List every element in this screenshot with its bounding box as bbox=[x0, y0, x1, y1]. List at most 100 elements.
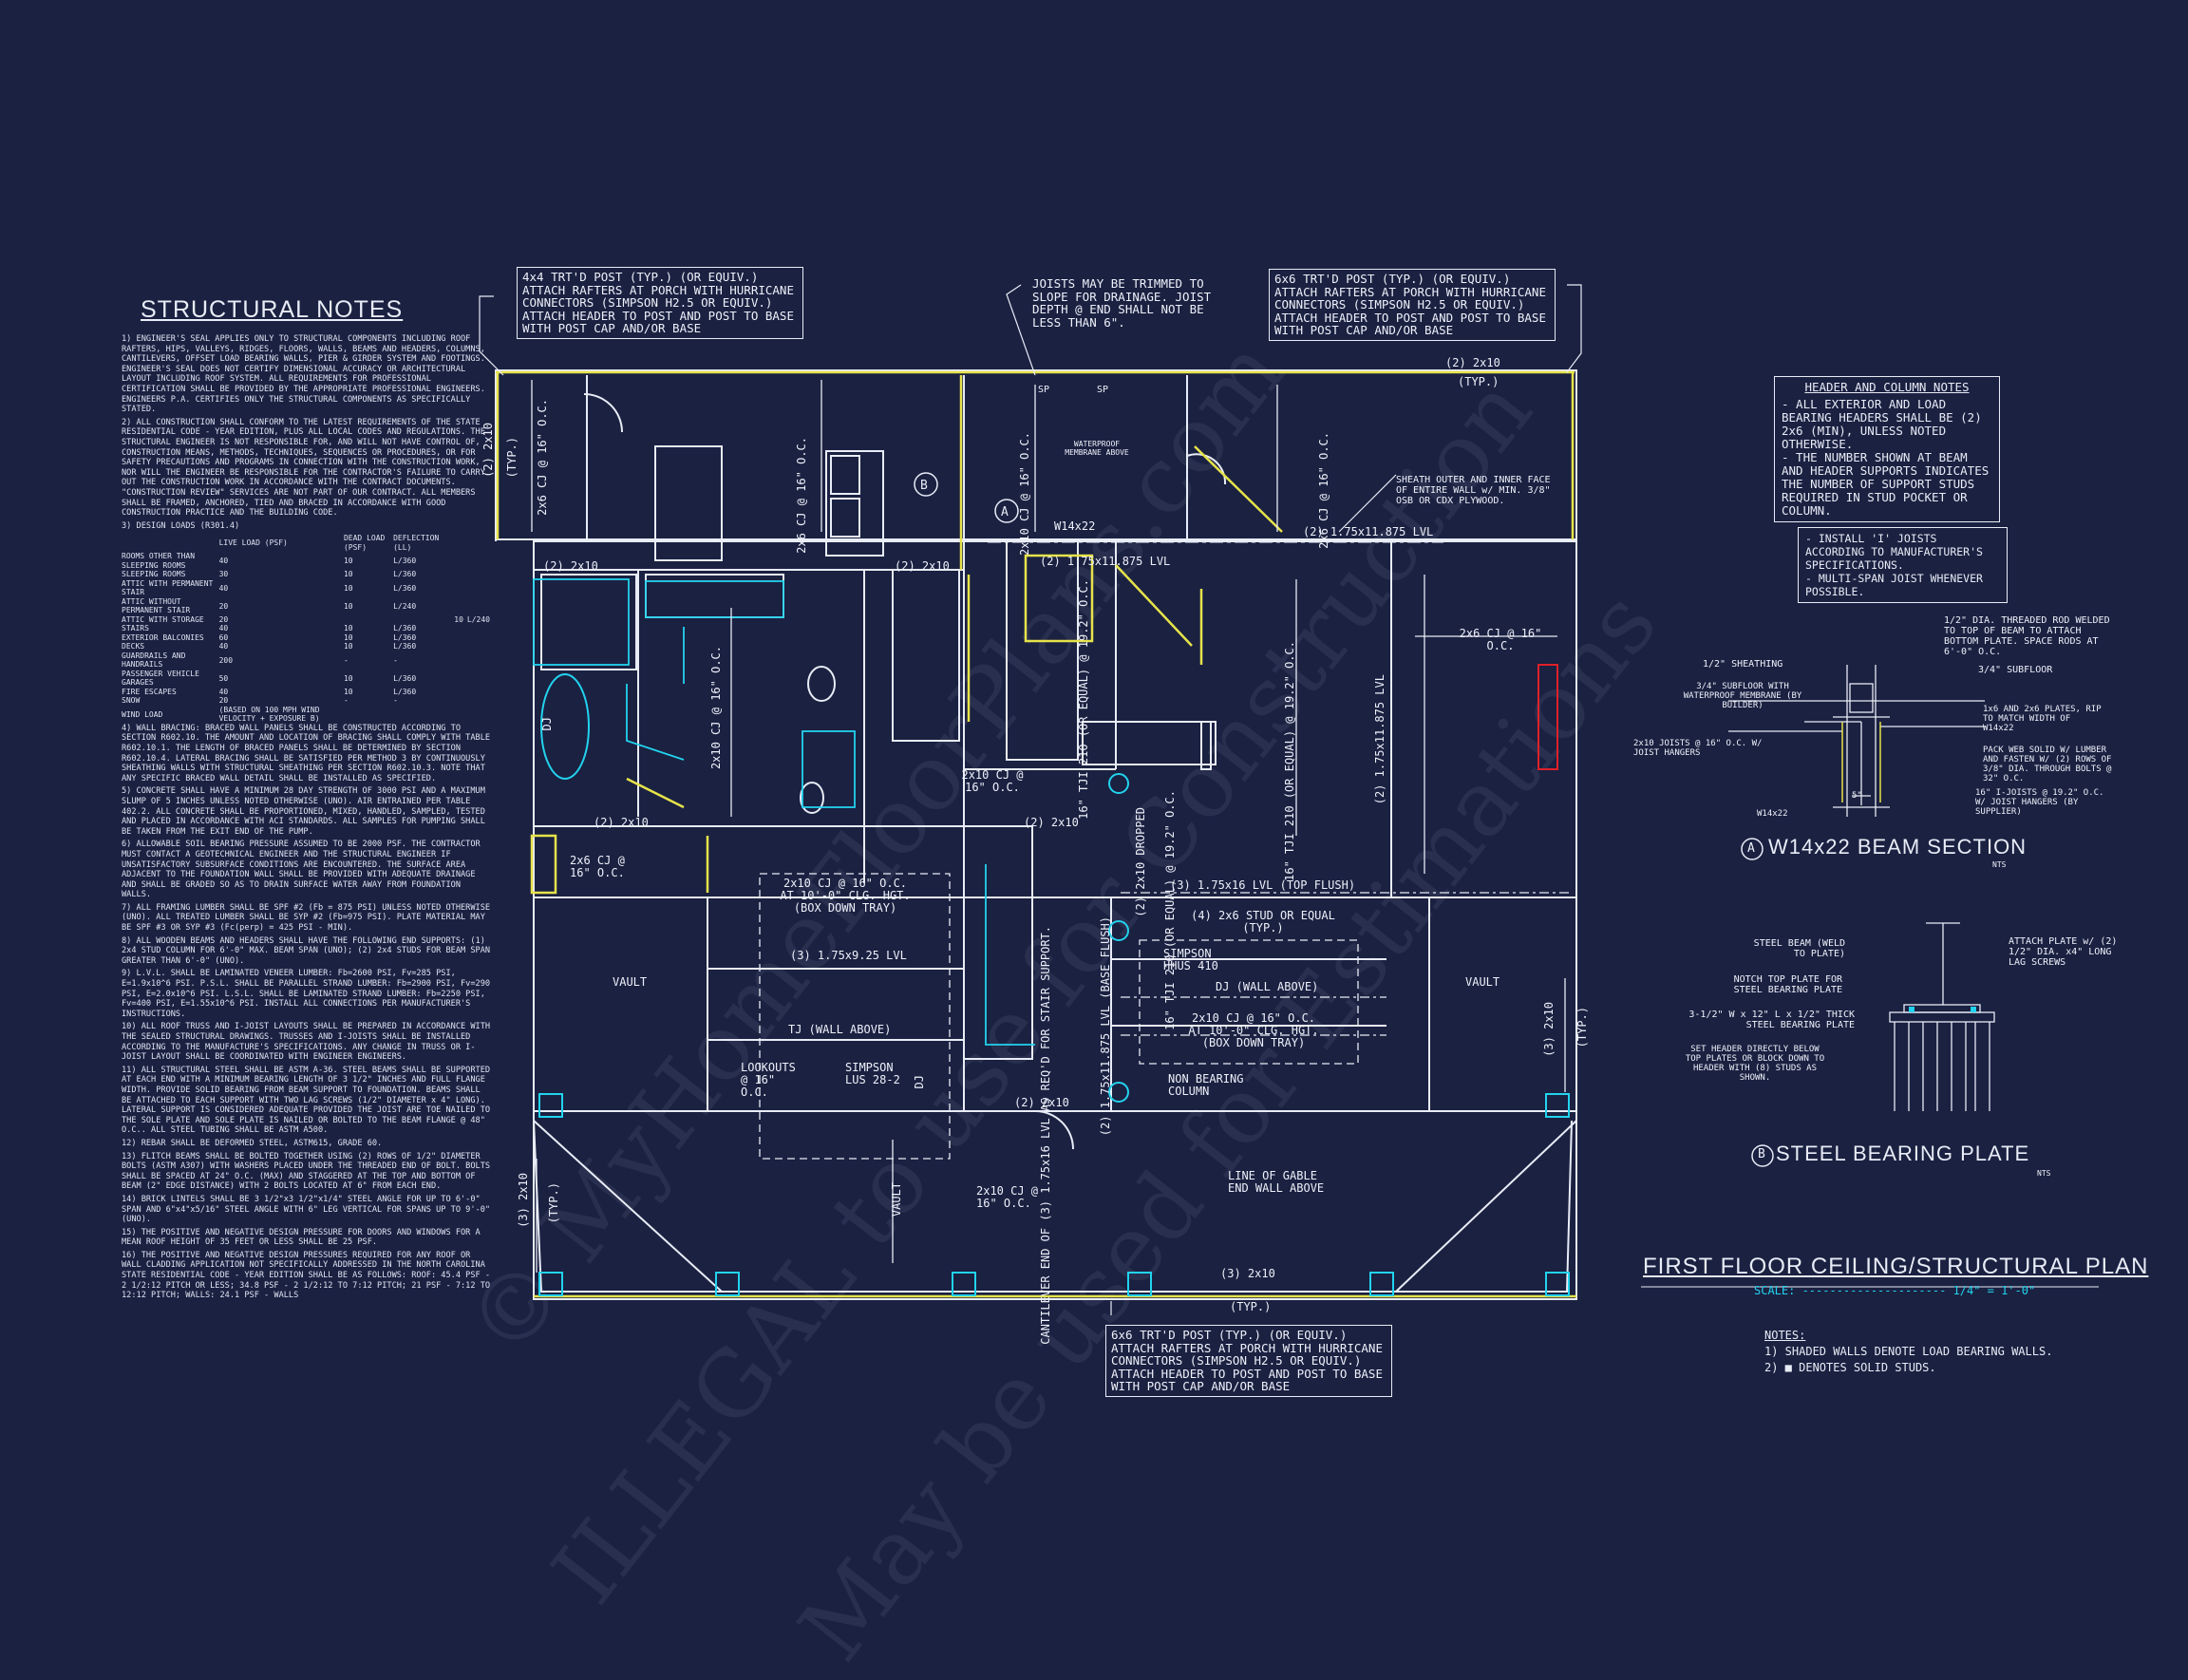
label-dj-bath: DJ bbox=[540, 717, 554, 731]
gable-line-right bbox=[1395, 1120, 1577, 1293]
load-table-cell: SLEEPING ROOMS bbox=[122, 570, 186, 579]
label-simpson-lus: SIMPSON LUS 28-2 bbox=[845, 1061, 900, 1086]
load-table-cell: L/360 bbox=[393, 673, 417, 683]
label-top-2x10: (2) 2x10 bbox=[1445, 356, 1500, 369]
legend-notes: NOTES: 1) SHADED WALLS DENOTE LOAD BEARI… bbox=[1764, 1328, 2052, 1376]
beam-label-w14: W14x22 bbox=[1757, 809, 1788, 819]
structural-note: 11) ALL STRUCTURAL STEEL SHALL BE ASTM A… bbox=[122, 1065, 491, 1136]
load-table-cell: GUARDRAILS AND HANDRAILS bbox=[122, 651, 186, 670]
label-dj-wall: DJ (WALL ABOVE) bbox=[1216, 980, 1319, 993]
plan-title: FIRST FLOOR CEILING/STRUCTURAL PLAN bbox=[1643, 1254, 2149, 1279]
label-cj-box-left: 2x10 CJ @ 16" O.C. AT 10'-0" CLG. HGT. (… bbox=[780, 877, 911, 915]
design-load-table: LIVE LOAD (PSF) DEAD LOAD (PSF) DEFLECTI… bbox=[122, 534, 494, 724]
load-table-cell: L/240 bbox=[393, 601, 417, 611]
structural-note: 5) CONCRETE SHALL HAVE A MINIMUM 28 DAY … bbox=[122, 786, 485, 837]
header-note-2: - THE NUMBER SHOWN AT BEAM AND HEADER SU… bbox=[1782, 450, 1990, 518]
fireplace bbox=[1537, 664, 1558, 770]
bearing-plate-drawing bbox=[1889, 922, 1995, 1111]
callout-6x6-post-top: 6x6 TRT'D POST (TYP.) (OR EQUIV.) ATTACH… bbox=[1269, 269, 1556, 341]
ijoist-note-1: - INSTALL 'I' JOISTS ACCORDING TO MANUFA… bbox=[1805, 532, 1983, 572]
structural-note-3: 3) DESIGN LOADS (R301.4) bbox=[122, 520, 240, 531]
beam-section-drawing bbox=[1728, 665, 1985, 817]
load-table-cell: 200 bbox=[218, 655, 234, 665]
label-vault-left: VAULT bbox=[613, 975, 648, 989]
header-notes-title: HEADER AND COLUMN NOTES bbox=[1804, 380, 1970, 394]
structural-note: 4) WALL BRACING: BRACED WALL PANELS SHAL… bbox=[122, 723, 491, 783]
tray-box-right bbox=[1139, 939, 1359, 1065]
plate-label-header: SET HEADER DIRECTLY BELOW TOP PLATES OR … bbox=[1685, 1045, 1825, 1083]
load-table-cell: 10 bbox=[343, 624, 353, 633]
gable-line-left bbox=[533, 1120, 723, 1293]
load-table-cell: 50 bbox=[218, 673, 229, 683]
load-table-cell: 10 bbox=[343, 583, 353, 593]
callout-joists-trimmed: JOISTS MAY BE TRIMMED TO SLOPE FOR DRAIN… bbox=[1032, 276, 1212, 330]
load-table-cell: ROOMS OTHER THAN SLEEPING ROOMS bbox=[122, 552, 196, 570]
label-2x10-front-door: (2) 2x10 bbox=[1014, 1096, 1069, 1109]
beam-label-plates: 1x6 AND 2x6 PLATES, RIP TO MATCH WIDTH O… bbox=[1983, 705, 2102, 733]
svg-text:A: A bbox=[1001, 505, 1009, 519]
label-cantilever: CANTILEVER END OF (3) 1.75x16 LVL AS REQ… bbox=[1039, 926, 1052, 1345]
load-table-cell: - bbox=[343, 655, 349, 665]
label-cj-2x10-corridor: 2x10 CJ @ 16" O.C. bbox=[961, 768, 1024, 794]
label-cj-2x6-right: 2x6 CJ @ 16" O.C. bbox=[1459, 627, 1542, 652]
label-tji-living: 16" TJI 210 (OR EQUAL) @ 19.2" O.C. bbox=[1283, 641, 1296, 881]
beam-section-tag: A bbox=[1747, 841, 1755, 856]
load-table-cell: DECKS bbox=[122, 642, 145, 651]
load-table-cell: 10 bbox=[343, 687, 353, 696]
bearing-plate-tag: B bbox=[1758, 1147, 1765, 1161]
label-cj-2x6-vert-right: 2x6 CJ @ 16" O.C. bbox=[1317, 432, 1330, 549]
label-cj-2x6-left: 2x6 CJ @ 16" O.C. bbox=[570, 854, 625, 879]
beam-label-subfloor: 3/4" SUBFLOOR bbox=[1978, 665, 2053, 675]
plate-label-attach: ATTACH PLATE w/ (2) 1/2" DIA. x4" LONG L… bbox=[2009, 936, 2118, 968]
label-stud-2x6: (4) 2x6 STUD OR EQUAL (TYP.) bbox=[1191, 909, 1335, 934]
beam-label-sheathing: 1/2" SHEATHING bbox=[1703, 659, 1783, 670]
label-cj-2x10-vert-bath: 2x10 CJ @ 16" O.C. bbox=[709, 646, 723, 770]
load-table-cell: - bbox=[343, 696, 349, 706]
load-table-row: GUARDRAILS AND HANDRAILS 200 - - bbox=[122, 651, 494, 670]
label-2x10-stair: (2) 2x10 bbox=[1024, 816, 1079, 829]
beam-section-nts: NTS bbox=[1992, 860, 2007, 869]
label-sp-1: SP bbox=[1038, 385, 1050, 395]
label-top-typ: (TYP.) bbox=[1458, 375, 1500, 388]
callout-4x4-post: 4x4 TRT'D POST (TYP.) (OR EQUIV.) ATTACH… bbox=[517, 267, 803, 339]
load-table-cell: L/360 bbox=[393, 632, 417, 642]
structural-notes-title: STRUCTURAL NOTES bbox=[141, 296, 404, 323]
rear-porch-outline bbox=[495, 369, 1577, 540]
load-table-cell: L/360 bbox=[393, 642, 417, 651]
structural-note: 10) ALL ROOF TRUSS AND I-JOIST LAYOUTS S… bbox=[122, 1022, 491, 1063]
load-table-cell: - bbox=[393, 655, 398, 665]
load-table-cell: 60 bbox=[218, 632, 229, 642]
load-table-cell: 30 bbox=[218, 570, 229, 579]
label-simpson-hhus: SIMPSON HHUS 410 bbox=[1163, 947, 1218, 972]
ijoist-notes: - INSTALL 'I' JOISTS ACCORDING TO MANUFA… bbox=[1798, 527, 2008, 603]
label-gable: LINE OF GABLE END WALL ABOVE bbox=[1228, 1169, 1325, 1195]
label-vault-porch: VAULT bbox=[890, 1182, 903, 1218]
label-right-typ: (TYP.) bbox=[1575, 1007, 1589, 1048]
label-lvl-11875-mid: (2) 1.75x11.875 LVL bbox=[1040, 555, 1171, 568]
load-table-cell: (BASED ON 100 MPH WIND VELOCITY + EXPOSU… bbox=[218, 705, 320, 724]
bearing-plate-title: STEEL BEARING PLATE bbox=[1776, 1142, 2030, 1165]
stair-outline bbox=[963, 825, 1033, 1060]
structural-note: 12) REBAR SHALL BE DEFORMED STEEL, ASTM6… bbox=[122, 1138, 383, 1148]
legend-notes-title: NOTES: bbox=[1764, 1329, 1806, 1342]
label-w14: W14x22 bbox=[1054, 519, 1096, 533]
load-table-cell: 10 bbox=[343, 673, 353, 683]
plan-scale: SCALE: --------------------- 1/4" = 1'-0… bbox=[1754, 1284, 2036, 1297]
beam-label-5in: 5" bbox=[1852, 791, 1862, 801]
load-table-cell: ATTIC WITHOUT PERMANENT STAIR bbox=[122, 596, 191, 615]
load-table-cell: 10 bbox=[343, 632, 353, 642]
label-left-2x10: (2) 2x10 bbox=[481, 423, 495, 478]
beam-label-pack: PACK WEB SOLID W/ LUMBER AND FASTEN W/ (… bbox=[1983, 746, 2112, 783]
label-vault-right: VAULT bbox=[1465, 975, 1500, 989]
label-cj-2x10-vert: 2x10 CJ @ 16" O.C. bbox=[1018, 432, 1031, 557]
plan-drawing: B A bbox=[479, 284, 2099, 1315]
load-table-cell: 40 bbox=[218, 642, 229, 651]
label-lvl-16-top-flush: (3) 1.75x16 LVL (TOP FLUSH) bbox=[1170, 878, 1356, 892]
label-lvl-16-right: (2) 1.75x11.875 LVL bbox=[1373, 674, 1386, 805]
